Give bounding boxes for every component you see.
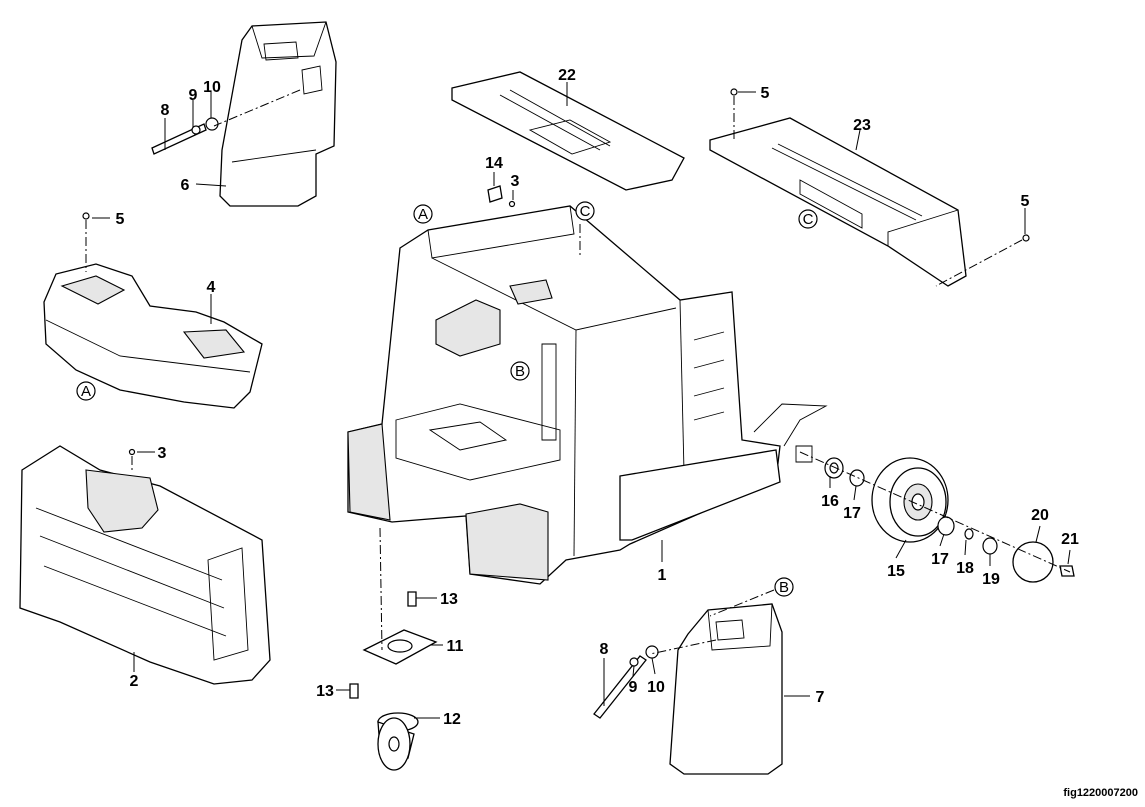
callout-14: 14 [485,155,503,172]
callout-9-top: 9 [189,87,198,104]
svg-text:B: B [779,579,789,596]
part-6-upper-cover [219,21,337,207]
figure-id: fig1220007200 [1063,787,1138,799]
callout-4: 4 [207,279,216,296]
svg-text:A: A [418,206,428,223]
callout-11: 11 [447,638,464,655]
part-7-rear-cover [669,603,783,775]
svg-text:A: A [81,383,91,400]
callout-5-right: 5 [1021,193,1030,210]
callout-13-top: 13 [440,591,458,608]
callout-12: 12 [443,711,461,728]
callout-7: 7 [816,689,825,706]
callout-6: 6 [181,177,190,194]
callout-21: 21 [1061,531,1079,548]
ref-marker-a-chassis: A [413,204,433,224]
callout-18: 18 [956,560,974,577]
part-22-top-cover [451,71,685,191]
callout-1: 1 [658,567,667,584]
callout-10-bottom: 10 [647,679,665,696]
leader-lines [92,82,1071,719]
ref-marker-b-chassis: B [510,361,530,381]
ref-marker-b-cover: B [774,577,794,597]
callout-9-bottom: 9 [629,679,638,696]
ref-marker-a-cover: A [76,381,96,401]
callout-5-left: 5 [116,211,125,228]
callout-17-right: 17 [931,551,949,568]
svg-text:C: C [803,211,814,228]
part-11-12-caster [349,527,438,771]
callout-5-top-right: 5 [761,85,770,102]
callout-3-top: 3 [511,173,520,190]
callout-3-left: 3 [158,445,167,462]
callout-2: 2 [130,673,139,690]
callout-13-bottom: 13 [316,683,334,700]
hub-small-parts [799,451,1075,583]
ref-marker-c-chassis: C [575,201,595,221]
ref-marker-c-plate: C [798,209,818,229]
part-15-drive-wheel [795,445,949,543]
callout-10-top: 10 [203,79,221,96]
part-4-front-cover [43,263,263,409]
part-2-front-shell [19,445,271,685]
callout-23: 23 [853,117,871,134]
callout-15: 15 [887,563,905,580]
callout-20: 20 [1031,507,1049,524]
svg-text:C: C [580,203,591,220]
callout-19: 19 [982,571,1000,588]
callout-22: 22 [558,67,576,84]
callout-8-bottom: 8 [600,641,609,658]
assembly-lines [85,89,1023,655]
part-callouts: 22 23 5 5 5 8 9 10 6 14 3 4 3 2 1 16 17 … [116,67,1079,728]
callout-8-top: 8 [161,102,170,119]
reference-markers: A A B B C C [76,201,818,597]
part-1-chassis [347,205,828,585]
callout-16: 16 [821,493,839,510]
part-23-side-plate [709,117,967,287]
svg-text:B: B [515,363,525,380]
callout-17-left: 17 [843,505,861,522]
